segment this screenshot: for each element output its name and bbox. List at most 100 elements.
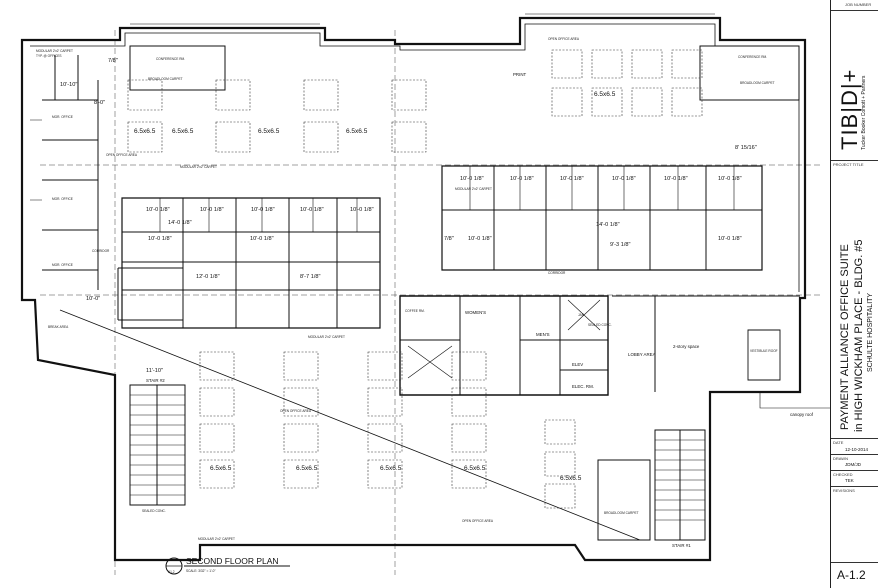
window-line	[130, 13, 715, 25]
open-office-label-3: OPEN OFFICE AREA	[462, 519, 494, 523]
workstation-outline	[199, 423, 235, 453]
firm-name: Tucker Booker Comott + Partners	[861, 75, 867, 150]
carpet-note-3: MODULAR 2'x2' CARPET	[455, 187, 492, 191]
floor-plan-drawing: PRINT WOMEN'S MEN'S ELEV ELEC. RM. JAN L…	[20, 13, 830, 575]
workstation-outline	[367, 423, 403, 453]
workstation-outline	[303, 79, 339, 111]
dimension: 10'-0 1/8"	[300, 207, 324, 213]
workstation-label: 6.5x6.5	[380, 465, 402, 472]
core-wall	[399, 295, 609, 396]
dimension: 10'-0 1/8"	[718, 176, 742, 182]
mgr-office-label-3: MGR. OFFICE	[52, 263, 73, 267]
dimension: 10'-0"	[86, 296, 100, 302]
workstation-label: 6.5x6.5	[210, 465, 232, 472]
carpet-note-5: MODULAR 2'x2' CARPET	[198, 537, 235, 541]
workstation-outline	[283, 423, 319, 453]
conference-label: CONFERENCE RM.	[156, 57, 185, 61]
checked-label: CHECKED	[833, 472, 853, 477]
janitor-label: JAN	[578, 313, 585, 317]
firm-logo: TIB|D|+	[837, 68, 862, 150]
dimension: 10'-0 1/8"	[200, 207, 224, 213]
corridor-label-2: CORRIDOR	[548, 271, 566, 275]
workstation-outline	[127, 121, 163, 153]
dimension: 14'-0 1/8"	[168, 220, 192, 226]
elevator-label: ELEV	[572, 362, 583, 367]
workstation-outline	[199, 459, 235, 489]
title-block: JOB NUMBER TIB|D|+ Tucker Booker Comott …	[830, 0, 878, 588]
office-wall	[117, 267, 183, 321]
broadloom-note: BROADLOOM CARPET	[148, 77, 183, 81]
workstation-outline	[631, 87, 663, 117]
conference-room-wall	[129, 45, 800, 101]
dimension: 14'-0 1/8"	[596, 222, 620, 228]
womens-room-label: WOMEN'S	[465, 310, 486, 315]
divider	[831, 438, 878, 439]
workstation-outline	[391, 121, 427, 153]
office-wall	[469, 166, 735, 210]
workstation-outline	[283, 459, 319, 489]
two-story-label: 2-story space	[673, 344, 700, 349]
office-block-wall	[121, 197, 381, 329]
workstation-outline	[451, 387, 487, 417]
workstation-outline	[215, 79, 251, 111]
workstation-outline	[451, 351, 487, 381]
sealed-conc-label-2: SEALED CONC.	[588, 323, 612, 327]
open-office-label: OPEN OFFICE AREA	[106, 153, 138, 157]
stair-2-label: STAIR #2	[146, 378, 165, 383]
workstation-label: 6.5x6.5	[258, 128, 280, 135]
project-title: PAYMENT ALLIANCE OFFICE SUITE	[839, 244, 851, 430]
dimension: 10'-0 1/8"	[468, 236, 492, 242]
dimension: 10'-0 1/8"	[251, 207, 275, 213]
dimension: 10'-0 1/8"	[718, 236, 742, 242]
mgr-office-label-2: MGR. OFFICE	[52, 197, 73, 201]
coffee-room-label: COFFEE RM.	[405, 309, 425, 313]
dimension: 10'-10"	[60, 82, 77, 88]
drawn-value: JDM/JD	[845, 462, 861, 467]
drawing-title-block: A1.2 SECOND FLOOR PLAN SCALE: 3/32" = 1'…	[165, 556, 290, 575]
divider	[831, 486, 878, 487]
project-subtitle: in HIGH WICKHAM PLACE - BLDG. #5	[853, 239, 865, 432]
conference-label-2: CONFERENCE RM.	[738, 55, 767, 59]
workstation-outline	[671, 49, 703, 79]
checked-value: TEK	[845, 478, 854, 483]
workstation-label: 6.5x6.5	[594, 91, 616, 98]
broadloom-note-3: BROADLOOM CARPET	[604, 511, 639, 515]
lobby-label: LOBBY AREA	[628, 352, 656, 357]
workstation-outline	[283, 387, 319, 417]
elevator-shaft	[407, 299, 601, 379]
lobby-wall	[612, 295, 800, 392]
canopy-roof	[759, 392, 830, 409]
stair-1	[654, 429, 706, 541]
carpet-note: MODULAR 2'x2' CARPET	[36, 49, 73, 53]
workstation-outline	[127, 79, 163, 111]
stair-treads	[130, 394, 185, 496]
dimension: 10'-0 1/8"	[250, 236, 274, 242]
workstation-outline	[591, 87, 623, 117]
dimension: 10'-0 1/8"	[146, 207, 170, 213]
dimension: 12'-0 1/8"	[196, 274, 220, 280]
workstation-outline	[671, 87, 703, 117]
drawing-title: SECOND FLOOR PLAN	[186, 556, 279, 566]
mens-room-label: MEN'S	[536, 332, 550, 337]
dimension: 10'-0 1/8"	[560, 176, 584, 182]
drawn-label: DRAWN	[833, 456, 848, 461]
dimension: 10'-0 1/8"	[460, 176, 484, 182]
print-label: PRINT	[513, 72, 526, 77]
dimension: 10'-0 1/8"	[350, 207, 374, 213]
grid-line	[40, 30, 820, 575]
job-number-label: JOB NUMBER	[845, 2, 872, 7]
elec-room-label: ELEC. RM.	[572, 384, 594, 389]
vestibule-label: VESTIBULE ROOF	[750, 349, 778, 353]
dimension: 7/8"	[108, 58, 118, 64]
workstation-outline	[551, 49, 583, 79]
dimension: 7/8"	[444, 236, 454, 242]
workstation-outline	[544, 419, 576, 445]
stair-treads	[655, 439, 705, 521]
stair-1-label: STAIR #1	[672, 543, 691, 548]
workstation-outline	[451, 459, 487, 489]
workstation-outline	[367, 459, 403, 489]
workstation-outline	[451, 423, 487, 453]
carpet-note-2: MODULAR 2'x2' CARPET	[308, 335, 345, 339]
dimension: 9'-3 1/8"	[610, 242, 630, 248]
dimension: 10'-0 1/8"	[148, 236, 172, 242]
